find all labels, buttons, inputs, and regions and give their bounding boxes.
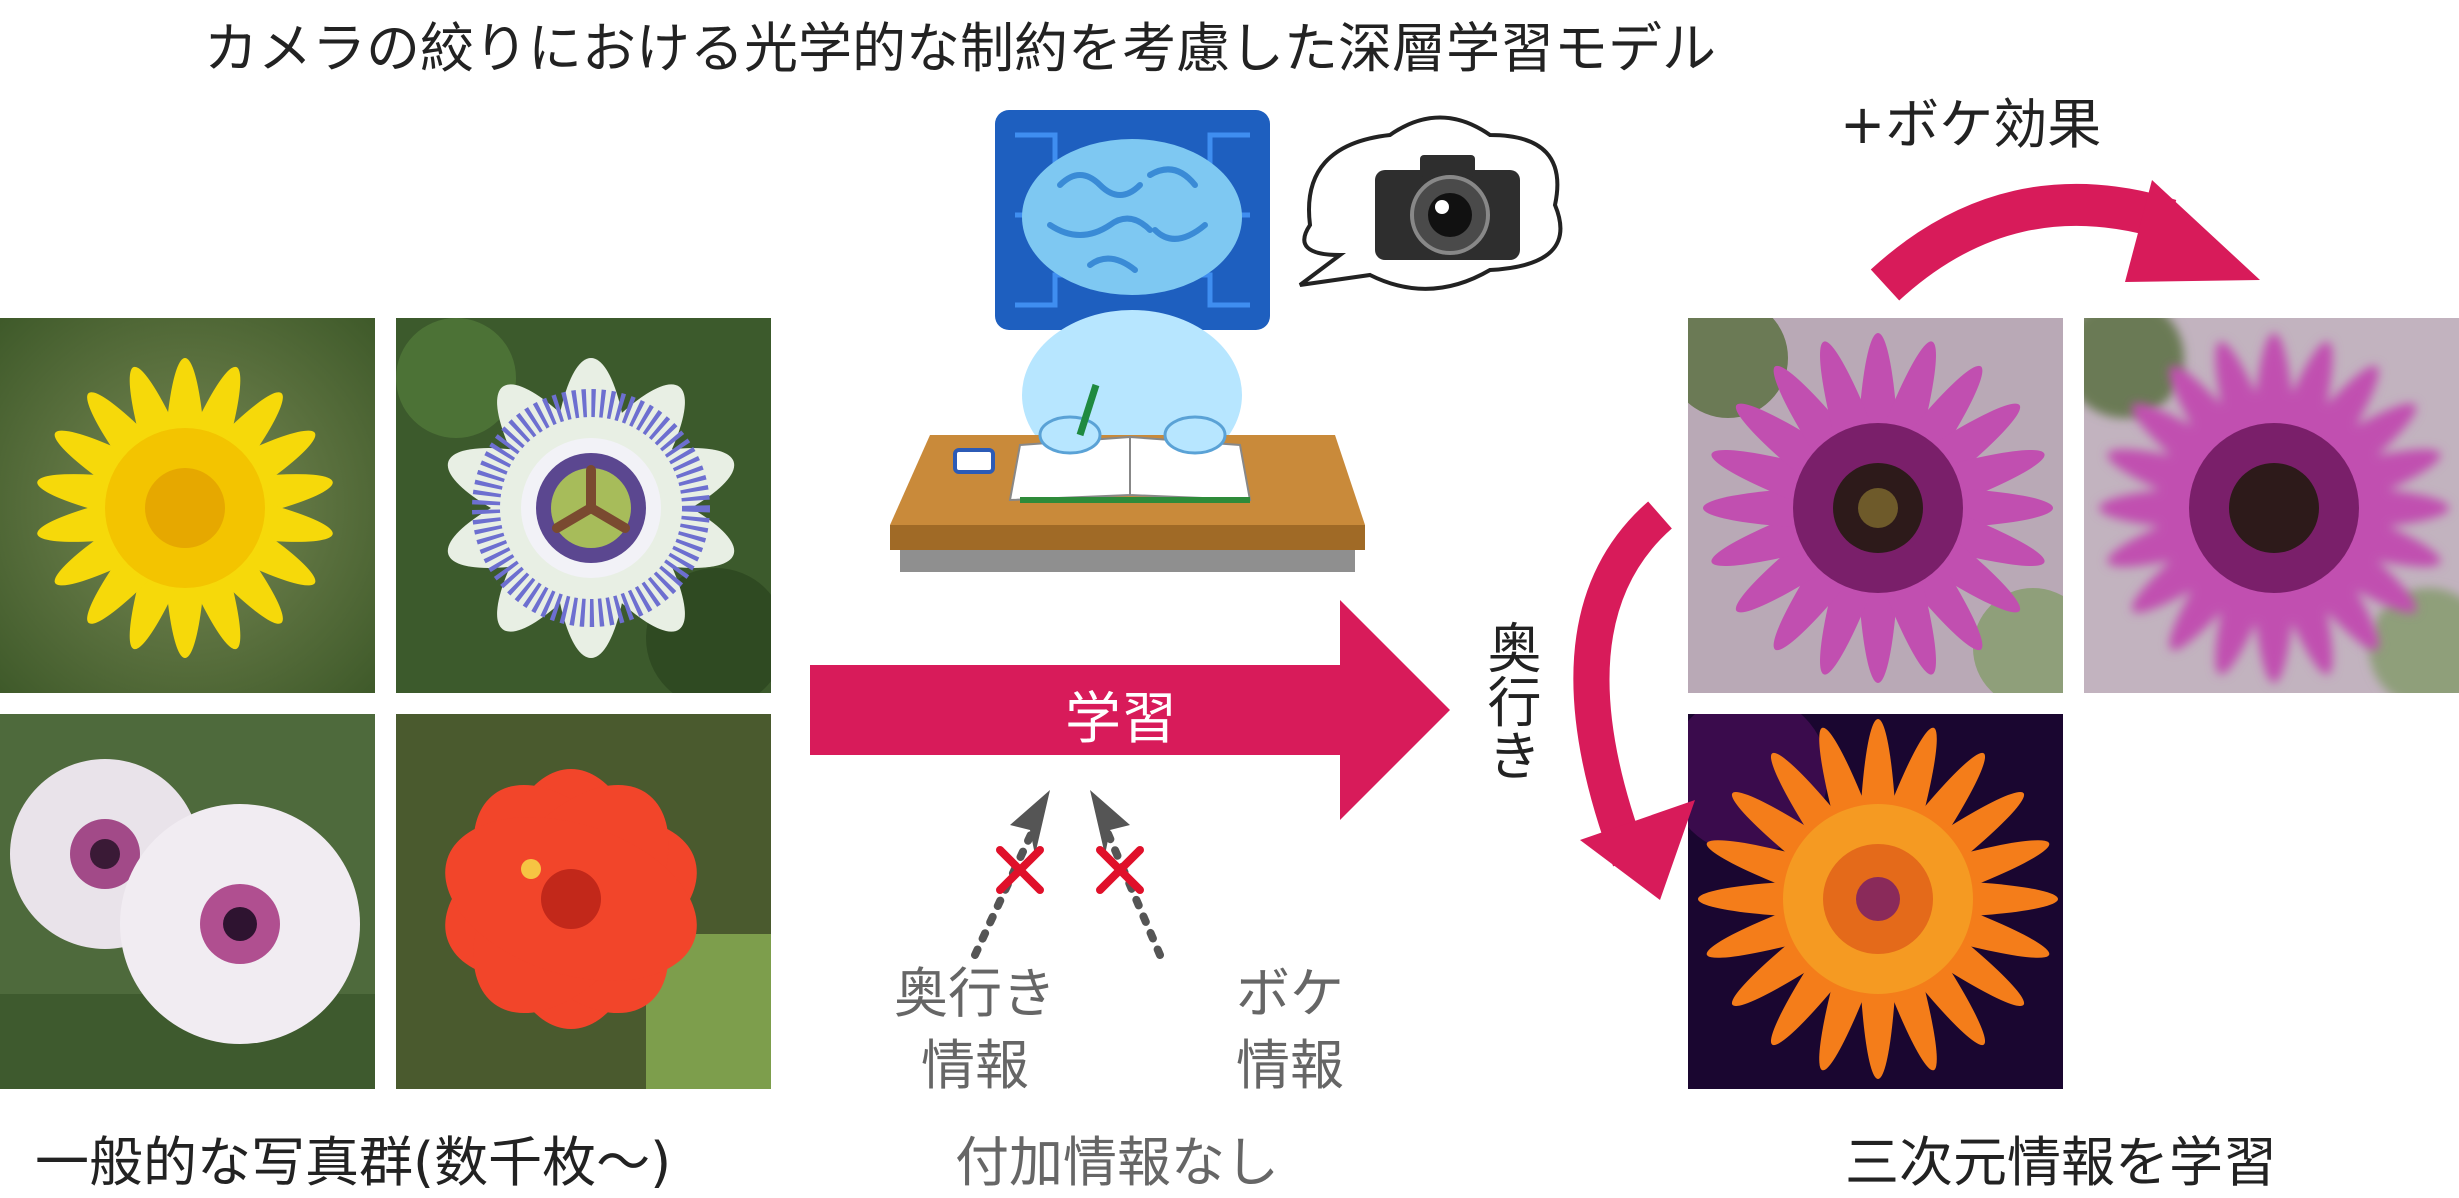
- learn-arrow-label: 学習: [1065, 687, 1177, 752]
- photo-hibiscus: [396, 714, 771, 1089]
- photo-passionflower: [396, 318, 771, 693]
- photo-petunia: [0, 714, 375, 1089]
- bokeh-info-line1: ボケ: [1236, 962, 1344, 1025]
- bokeh-info-line2: 情報: [1236, 1034, 1344, 1097]
- depth-label: 奥行き: [1478, 620, 1541, 782]
- left-caption: 一般的な写真群(数千枚〜): [35, 1131, 672, 1194]
- learn-arrow: [810, 600, 1450, 820]
- photo-aster-sharp: [1688, 318, 2063, 693]
- photo-aster-bokeh: [2084, 318, 2459, 693]
- photo-dandelion: [0, 318, 375, 693]
- bokeh-info-label: ボケ 情報: [1190, 958, 1390, 1102]
- depth-info-line1: 奥行き: [894, 962, 1056, 1025]
- bokeh-effect-label: +ボケ効果: [1840, 93, 2102, 156]
- photo-depth-map: [1688, 714, 2063, 1089]
- center-caption: 付加情報なし: [955, 1131, 1279, 1194]
- ai-robot-illustration: [890, 110, 1563, 572]
- right-caption: 三次元情報を学習: [1845, 1131, 2277, 1194]
- page-title: カメラの絞りにおける光学的な制約を考慮した深層学習モデル: [204, 17, 1716, 80]
- depth-info-line2: 情報: [921, 1034, 1029, 1097]
- curved-arrows: [1573, 180, 2260, 900]
- excluded-info-pointers: [971, 790, 1164, 959]
- depth-info-label: 奥行き 情報: [855, 958, 1095, 1102]
